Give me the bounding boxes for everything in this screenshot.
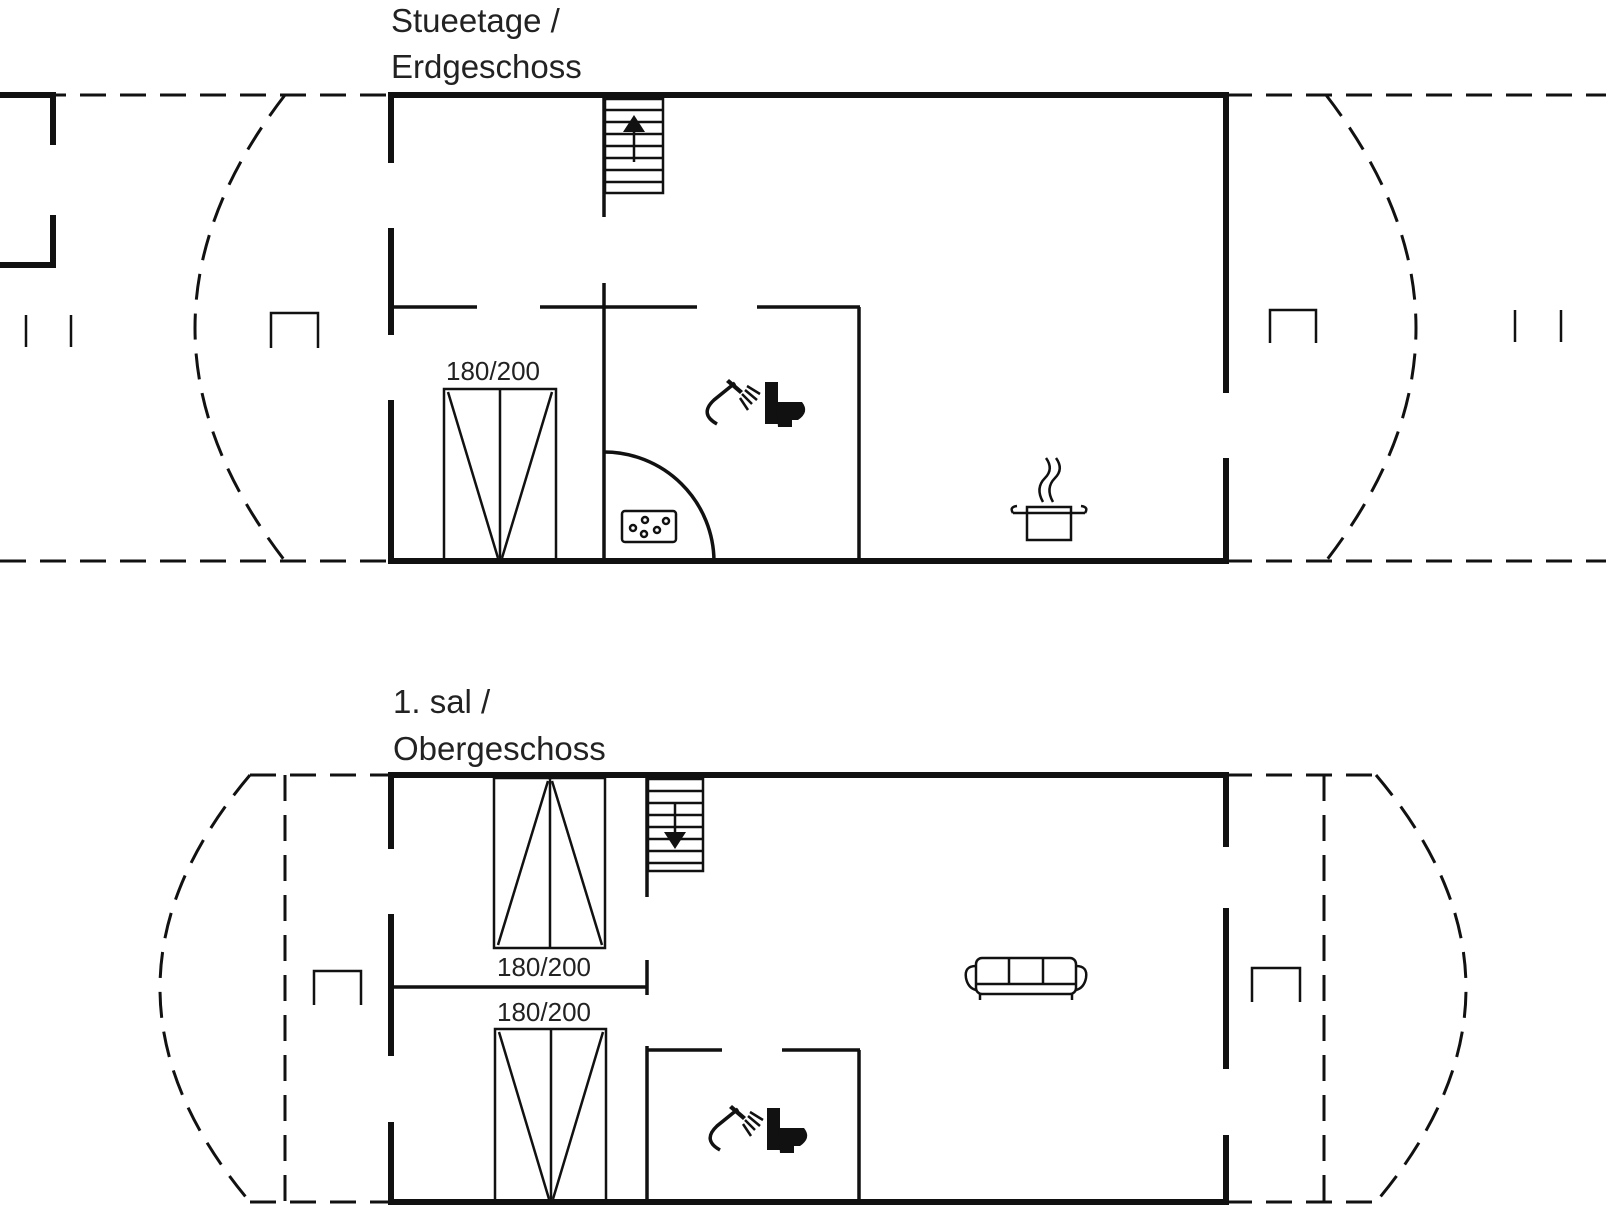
- terrace-icon: [269, 311, 320, 348]
- washing-machine-icon: [620, 509, 678, 544]
- terrace-icon: [1268, 308, 1318, 343]
- ground-exterior-walls: [388, 92, 1229, 564]
- ground-floor-plan: Stueetage / Erdgeschoss: [0, 2, 1606, 564]
- stair-up-icon: [603, 97, 665, 195]
- upper-floor-title-line2: Obergeschoss: [393, 730, 606, 767]
- annex-wall: [0, 92, 56, 268]
- ground-floor-title-line2: Erdgeschoss: [391, 48, 582, 85]
- upper-exterior-walls: [388, 772, 1229, 1205]
- toilet-icon: [767, 1108, 808, 1153]
- terrace-icon: [312, 969, 363, 1005]
- toilet-icon: [765, 382, 806, 427]
- terrace-icon: [1250, 966, 1302, 1002]
- upper-floor-plan: 1. sal / Obergeschoss: [158, 683, 1468, 1205]
- bed-size-label: 180/200: [497, 952, 591, 982]
- bed-size-label: 180/200: [446, 356, 540, 386]
- ground-interior-walls: [391, 95, 861, 561]
- stair-down-icon: [646, 777, 705, 873]
- ground-terrace-outline: [0, 93, 1606, 563]
- shower-icon: [708, 1105, 764, 1152]
- bed-icon: 180/200: [493, 997, 608, 1204]
- upper-floor-title-line1: 1. sal /: [393, 683, 491, 720]
- sofa-icon: [964, 956, 1088, 1000]
- cooking-pot-icon: [1010, 457, 1088, 542]
- bed-icon: 180/200: [442, 356, 558, 563]
- ground-floor-title-line1: Stueetage /: [391, 2, 561, 39]
- shower-icon: [705, 379, 761, 426]
- door-swing: [603, 450, 716, 562]
- bed-icon: 180/200: [492, 776, 607, 982]
- upper-roof-outline: [158, 773, 1468, 1204]
- bed-size-label: 180/200: [497, 997, 591, 1027]
